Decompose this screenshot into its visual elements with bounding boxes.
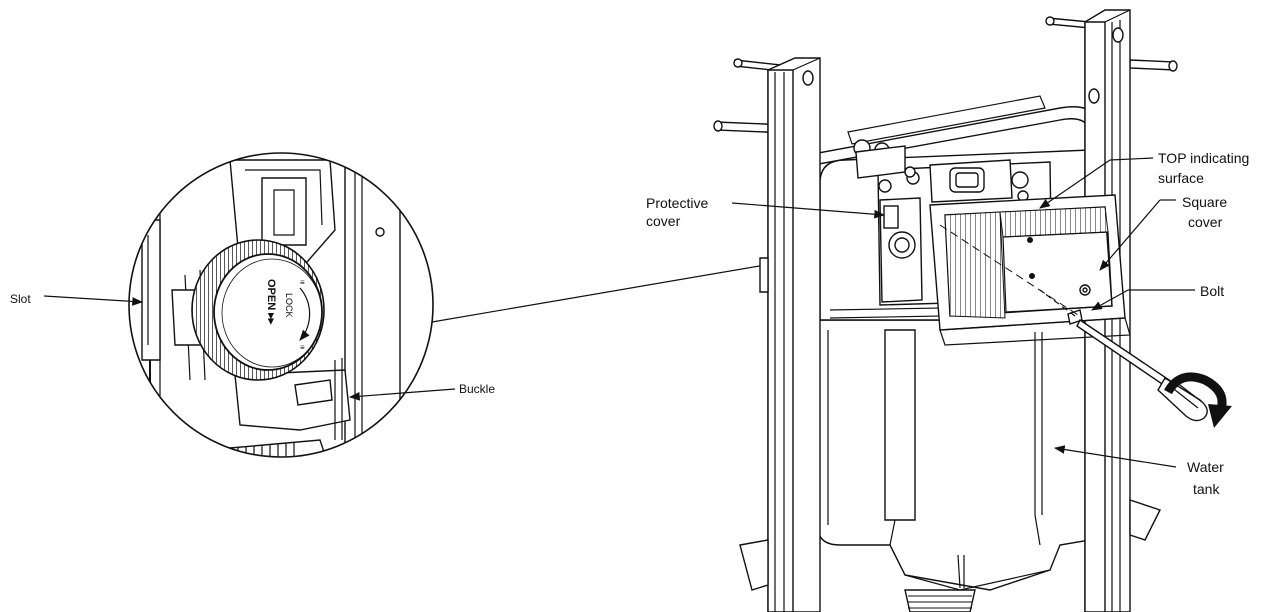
protective-cover-label-line2: cover: [646, 213, 681, 229]
square-cover-label-line1: Square: [1182, 194, 1227, 210]
square-cover-arrow-icon: [1099, 199, 1161, 271]
top-surface-leader-line: [1109, 157, 1154, 161]
water-tank-arrow-icon: [1053, 445, 1177, 468]
slot-label: Slot: [10, 292, 31, 306]
protective-cover-label-line1: Protective: [646, 195, 708, 211]
top-surface-label-line1: TOP indicating: [1158, 150, 1249, 166]
magnifier-detail: OPEN ▸▸ LOCK ≡ ≡: [128, 152, 434, 458]
rotation-arrow-icon: [1164, 372, 1232, 428]
svg-text:OPEN ▸▸: OPEN ▸▸: [265, 279, 277, 325]
bolt-arrow-icon: [1091, 289, 1129, 311]
buckle-arrow-icon: [348, 388, 456, 401]
water-tank-label-line2: tank: [1193, 481, 1220, 497]
label-buckle: Buckle: [348, 382, 495, 401]
buckle-label: Buckle: [459, 382, 495, 396]
square-cover: [929, 194, 1131, 346]
label-slot: Slot: [10, 292, 144, 306]
label-protective-cover: Protective cover: [646, 195, 886, 229]
top-surface-arrow-icon: [1039, 159, 1111, 209]
svg-text:≡: ≡: [300, 343, 305, 352]
water-tank-body: [817, 319, 1111, 612]
label-bolt: Bolt: [1091, 283, 1224, 311]
cistern-frame: [713, 9, 1178, 612]
bolt-label: Bolt: [1200, 283, 1224, 299]
bolt: [1039, 289, 1083, 325]
anchor-bolt-right-mid: [1129, 59, 1178, 72]
alignment-dashed-line: [939, 224, 1079, 316]
anchor-bolt-right-top: [1045, 16, 1091, 29]
protective-cover-arrow-icon: [731, 202, 886, 219]
svg-text:≡: ≡: [300, 278, 305, 287]
water-tank-label-line1: Water: [1187, 459, 1224, 475]
frame-rail-left: [739, 57, 821, 612]
label-top-indicating-surface: TOP indicating surface: [1039, 150, 1249, 209]
svg-text:LOCK: LOCK: [284, 293, 294, 318]
square-cover-label-line2: cover: [1188, 214, 1223, 230]
slot-arrow-icon: [43, 295, 144, 306]
label-water-tank: Water tank: [1053, 445, 1224, 497]
label-square-cover: Square cover: [1099, 194, 1227, 271]
top-surface-label-line2: surface: [1158, 170, 1204, 186]
